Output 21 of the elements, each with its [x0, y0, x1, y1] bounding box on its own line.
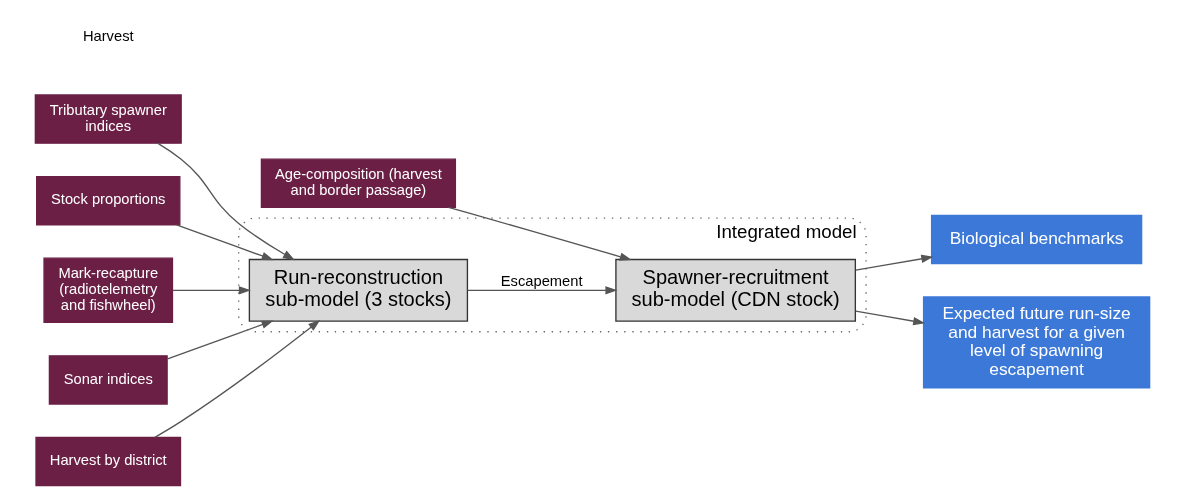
label: Harvest — [82, 28, 134, 45]
arrow — [855, 310, 926, 326]
node-box: Run-reconstruction sub-model (3 stocks) — [248, 258, 469, 322]
arrow — [175, 224, 274, 261]
arrow — [466, 286, 618, 295]
node-box: Sonar indices — [48, 355, 168, 405]
node-box: Spawner-recruitment sub-model (CDN stock) — [615, 258, 857, 322]
node-box: Stock proportions — [36, 175, 181, 226]
node-box: Tributary spawner indices — [34, 94, 182, 144]
node-box: Biological benchmarks — [930, 214, 1143, 265]
node-box: Harvest by district — [35, 436, 182, 487]
node-box: Age-composition (harvest and border passage) — [260, 158, 457, 209]
edge-label: Escapement — [500, 273, 583, 290]
arrow — [166, 320, 274, 360]
arrow — [447, 206, 632, 261]
arrow — [154, 319, 321, 439]
node-box: Mark-recapture (radiotelemetry and fishwheel) — [43, 257, 174, 324]
arrow — [157, 142, 295, 261]
arrow — [172, 286, 251, 295]
node-box: Expected future run-size and harvest for a given level of spawning escapement — [922, 296, 1151, 389]
arrow — [855, 254, 934, 271]
